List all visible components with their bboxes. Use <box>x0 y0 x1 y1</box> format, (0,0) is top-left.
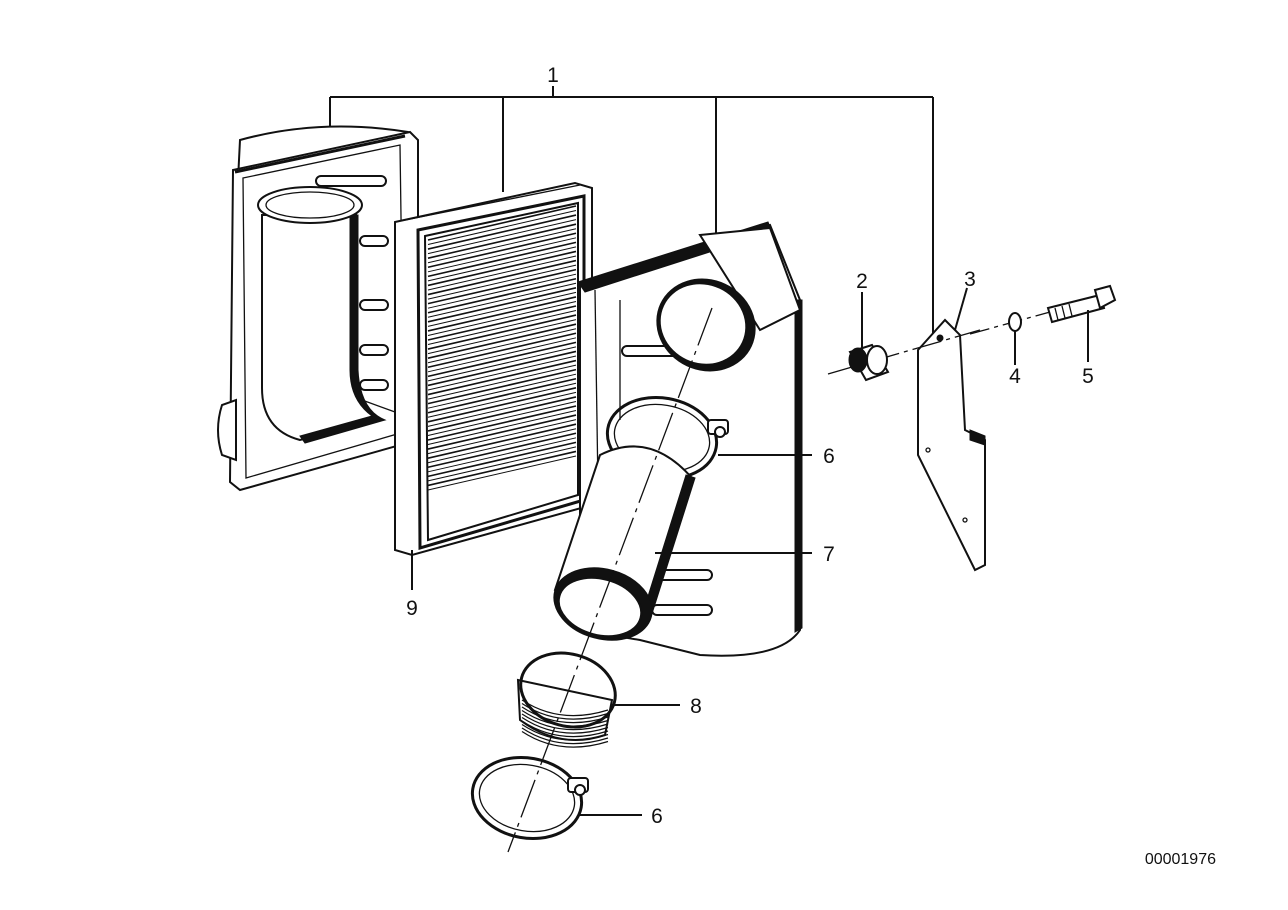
filter-pleat-line <box>427 423 577 459</box>
filter-element <box>394 181 593 557</box>
filter-pleat-line <box>427 410 577 446</box>
filter-pleat-line <box>427 219 577 255</box>
sleeve-rib-line <box>521 723 609 741</box>
filter-pleat-line <box>427 241 577 278</box>
label-part-2: 2 <box>856 270 868 293</box>
sleeve-rib-line <box>521 727 609 745</box>
filter-pleat-line <box>427 450 577 487</box>
filter-pleat-line <box>427 400 577 436</box>
label-part-9: 9 <box>406 597 418 620</box>
filter-pleat-line <box>427 255 577 291</box>
filter-pleat-line <box>427 387 577 423</box>
filter-pleat-line <box>427 310 577 346</box>
filter-pleat-line <box>427 291 577 327</box>
intake-hose <box>553 445 696 641</box>
filter-pleat-line <box>427 364 577 400</box>
filter-pleat-line <box>427 328 577 364</box>
leader-lines <box>411 287 1089 816</box>
label-part-7: 7 <box>823 543 835 566</box>
filter-pleat-line <box>427 346 577 382</box>
filter-pleat-line <box>427 337 577 373</box>
sleeve-rib-line <box>521 716 609 734</box>
filter-pleat-line <box>427 414 577 450</box>
filter-pleat-line <box>427 246 577 282</box>
filter-pleat-line <box>427 228 577 264</box>
sleeve-rib-line <box>521 706 609 724</box>
filter-pleat-line <box>427 296 577 332</box>
filter-pleat-line <box>427 341 577 378</box>
label-part-5: 5 <box>1082 365 1094 388</box>
filter-pleat-line <box>427 446 577 482</box>
filter-pleat-line <box>427 210 577 246</box>
label-part-6-upper: 6 <box>823 445 835 468</box>
sleeve-rib-line <box>521 699 609 717</box>
filter-pleat-line <box>427 237 577 273</box>
leader-part-1 <box>329 86 934 340</box>
filter-pleat-line <box>427 214 577 250</box>
filter-pleat-line <box>427 282 577 318</box>
rubber-sleeve <box>516 651 617 748</box>
filter-pleat-line <box>427 273 577 309</box>
filter-pleat-line <box>427 428 577 464</box>
filter-pleat-line <box>427 441 577 478</box>
filter-pleat-line <box>427 396 577 432</box>
label-part-6-lower: 6 <box>651 805 663 828</box>
sleeve-rib-line <box>521 720 609 738</box>
filter-pleat-line <box>427 223 577 259</box>
bolt <box>1046 284 1117 324</box>
filter-pleat-line <box>427 359 577 396</box>
filter-pleat-line <box>427 319 577 355</box>
filter-pleat-line <box>427 373 577 409</box>
filter-pleat-line <box>427 277 577 314</box>
sleeve-rib-line <box>521 730 609 748</box>
filter-pleat-line <box>427 323 577 359</box>
filter-pleat-line <box>427 287 577 323</box>
label-part-4: 4 <box>1009 365 1021 388</box>
filter-pleat-line <box>427 300 577 336</box>
hose-clamp-lower <box>470 755 589 841</box>
filter-pleat-line <box>427 382 577 418</box>
filter-pleat-line <box>427 250 577 287</box>
filter-pleat-line <box>427 432 577 469</box>
filter-pleat-line <box>427 377 577 414</box>
filter-pleat-line <box>427 350 577 387</box>
filter-pleat-line <box>427 259 577 296</box>
label-part-8: 8 <box>690 695 702 718</box>
filter-pleat-line <box>427 419 577 455</box>
filter-pleat-line <box>427 355 577 391</box>
filter-pleat-line <box>427 391 577 427</box>
mounting-bracket <box>917 318 986 572</box>
filter-pleat-line <box>427 264 577 300</box>
filter-pleat-line <box>427 232 577 269</box>
filter-housing-lower <box>217 125 419 492</box>
filter-pleat-line <box>427 332 577 369</box>
document-number: 00001976 <box>1145 851 1216 868</box>
label-part-3: 3 <box>964 268 976 291</box>
filter-pleats <box>427 205 577 491</box>
filter-pleat-line <box>427 368 577 405</box>
filter-pleat-line <box>427 205 577 241</box>
sleeve-rib-line <box>521 713 609 731</box>
filter-pleat-line <box>427 305 577 341</box>
filter-pleat-line <box>427 314 577 350</box>
washer <box>969 311 1051 335</box>
sleeve-ribs <box>521 699 609 748</box>
filter-pleat-line <box>427 455 577 491</box>
rubber-mount <box>827 329 981 382</box>
label-part-1: 1 <box>547 64 559 87</box>
filter-pleat-line <box>427 405 577 441</box>
filter-pleat-line <box>427 268 577 305</box>
filter-pleat-line <box>427 437 577 473</box>
